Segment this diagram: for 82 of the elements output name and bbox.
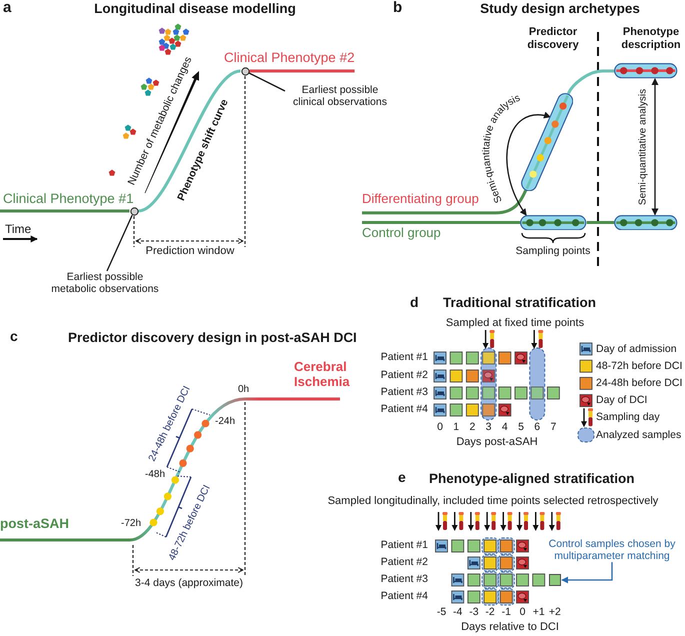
time-label: -72h xyxy=(121,518,142,530)
tick-label: -3 xyxy=(469,606,479,618)
panel-title: Traditional stratification xyxy=(443,295,596,311)
panel-title: Predictor discovery design in post-aSAH DCI xyxy=(68,330,357,346)
time-label: 0h xyxy=(238,384,250,396)
row-label: Patient #4 xyxy=(380,590,428,602)
panel-letter: a xyxy=(3,0,12,16)
tick-label: 4 xyxy=(502,421,508,434)
tick-label: +1 xyxy=(532,606,545,618)
dimension-label: 3-4 days (approximate) xyxy=(135,577,243,590)
panel-title: Longitudinal disease modelling xyxy=(94,1,296,17)
sampling-capsule xyxy=(614,63,678,79)
axis-label: Days post-aSAH xyxy=(456,436,538,449)
callout-text: Earliest possible metabolic observations xyxy=(46,271,164,296)
trajectory-curve xyxy=(362,190,528,214)
group-label: Differentiating group xyxy=(362,192,479,207)
tick-label: 5 xyxy=(518,421,524,434)
point-marker-icon xyxy=(240,66,250,76)
tick-label: -4 xyxy=(453,606,462,618)
tick-label: 0 xyxy=(437,421,443,434)
trajectory-curve xyxy=(566,70,614,94)
panel-title: Study design archetypes xyxy=(480,1,640,17)
row-label: Patient #3 xyxy=(380,386,428,398)
trajectory-curve xyxy=(138,70,241,212)
curved-arrow xyxy=(506,112,551,216)
phenotype-label: post-aSAH xyxy=(0,516,70,532)
tick-label: -2 xyxy=(485,606,495,618)
legend-label: Day of admission xyxy=(596,342,677,355)
column-heading: Predictor discovery xyxy=(527,26,579,52)
row-label: Patient #1 xyxy=(380,351,428,364)
dimension-label: Prediction window xyxy=(146,245,234,258)
subtitle: Sampled at fixed time points xyxy=(446,317,584,330)
panel-letter: b xyxy=(393,0,402,16)
row-label: Patient #4 xyxy=(380,403,428,416)
legend-label: Day of DCI xyxy=(596,394,648,406)
phenotype-label: Clinical Phenotype #2 xyxy=(224,50,355,66)
leader-line xyxy=(248,72,286,92)
leader-line xyxy=(106,214,133,272)
tick-label: 2 xyxy=(469,421,476,434)
axis-label: Days relative to DCI xyxy=(461,621,559,634)
panel-title: Phenotype-aligned stratification xyxy=(429,471,635,487)
callout-text: Earliest possible clinical observations xyxy=(285,84,395,108)
tick-label: 6 xyxy=(534,421,540,434)
tick-label: -1 xyxy=(502,606,511,618)
subtitle: Sampled longitudinally, included time points selected retrospectively xyxy=(328,495,658,508)
panel-letter: c xyxy=(10,328,18,344)
callout-text: Control samples chosen by multiparameter matching xyxy=(542,538,682,562)
tick-label: 1 xyxy=(453,421,460,434)
trajectory-line xyxy=(362,221,520,224)
panel-letter: e xyxy=(398,469,406,486)
arrow xyxy=(561,562,613,584)
axis-label: Time xyxy=(5,223,32,237)
tick-label: 0 xyxy=(520,606,526,618)
row-label: Patient #2 xyxy=(380,556,428,568)
tick-label: +2 xyxy=(548,606,561,618)
sampling-capsule xyxy=(614,214,678,230)
row-label: Patient #1 xyxy=(380,539,428,552)
panel-letter: d xyxy=(410,294,419,310)
sampling-capsule xyxy=(520,214,587,230)
legend-label: 48-72h before DCI xyxy=(596,360,682,372)
group-label: Control group xyxy=(362,226,441,241)
phenotype-label: Cerebral Ischemia xyxy=(294,360,350,390)
legend-label: Analyzed samples xyxy=(596,428,682,441)
trajectory-line xyxy=(586,221,614,224)
row-label: Patient #2 xyxy=(380,369,428,382)
legend-label: 24-48h before DCI xyxy=(596,376,682,389)
trajectory-line xyxy=(250,70,355,72)
tick-label: 3 xyxy=(486,421,492,434)
time-label: -24h xyxy=(215,416,236,428)
tick-label: -5 xyxy=(436,606,446,618)
time-label: -48h xyxy=(145,469,166,480)
double-arrow xyxy=(652,78,658,216)
sampling-capsule xyxy=(520,92,574,192)
day-square-icon xyxy=(548,574,561,586)
trajectory-line xyxy=(0,210,130,212)
phenotype-label: Clinical Phenotype #1 xyxy=(3,191,134,207)
legend-label: Sampling day xyxy=(596,411,660,424)
tick-label: 7 xyxy=(550,421,556,434)
edge-label: Semi-quantitative analysis xyxy=(637,88,649,206)
point-marker-icon xyxy=(130,206,138,216)
bracket-label: Sampling points xyxy=(516,245,590,258)
row-label: Patient #3 xyxy=(380,573,428,586)
